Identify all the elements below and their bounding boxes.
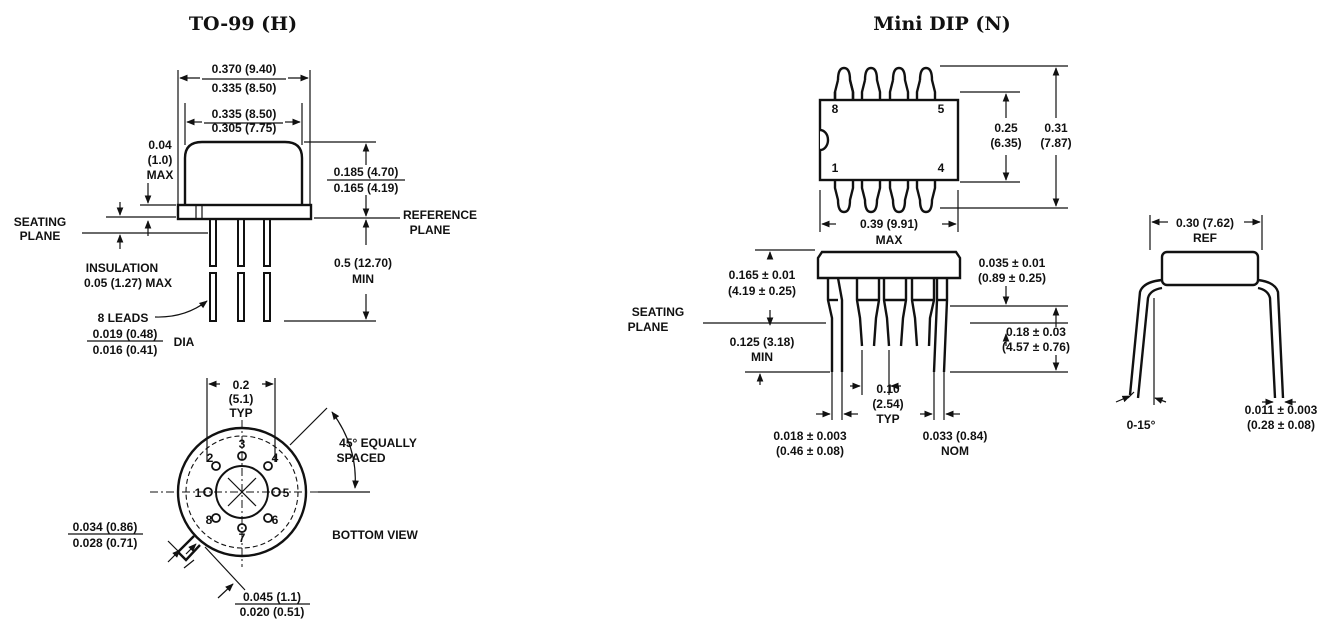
minidip-pin-4: 4	[938, 161, 945, 175]
to99-leads	[209, 218, 271, 322]
to99-can-width-min: 0.305 (7.75)	[212, 121, 277, 135]
to99-insulation-value: 0.05 (1.27) MAX	[84, 276, 172, 290]
to99-lead-dia-unit: DIA	[174, 335, 195, 349]
minidip-pitch-metric: (2.54)	[872, 397, 903, 411]
minidip-length-max: MAX	[876, 233, 903, 247]
to99-pin-1: 1	[195, 486, 202, 500]
minidip-lead-width-value: 0.018 ± 0.003	[773, 429, 847, 443]
to99-tab-width-min: 0.028 (0.71)	[73, 536, 138, 550]
to99-pin-3: 3	[239, 437, 246, 451]
minidip-pitch-value: 0.10	[876, 382, 900, 396]
to99-leads-note: 8 LEADS	[98, 311, 149, 325]
minidip-row-ref-label: REF	[1193, 231, 1217, 245]
to99-bottom-view-label: BOTTOM VIEW	[332, 528, 418, 542]
minidip-pitch-typ: TYP	[876, 412, 899, 426]
minidip-shoulder-nom: NOM	[941, 444, 969, 458]
to99-pin-4: 4	[272, 451, 279, 465]
to99-can-width-max: 0.335 (8.50)	[212, 107, 277, 121]
minidip-left-dimensions: 0.165 ± 0.01 (4.19 ± 0.25) SEATING PLANE…	[628, 249, 830, 385]
minidip-top-view: 8 5 1 4	[818, 66, 960, 214]
to99-reference-label-2: PLANE	[410, 223, 451, 237]
to99-pin-8: 8	[206, 513, 213, 527]
to99-flange-max: MAX	[147, 168, 174, 182]
minidip-length-value: 0.39 (9.91)	[860, 217, 918, 231]
minidip-width-dimensions: 0.25 (6.35) 0.31 (7.87)	[940, 65, 1072, 209]
minidip-length-dimension: 0.39 (9.91) MAX	[819, 190, 959, 247]
to99-overall-width-max: 0.370 (9.40)	[212, 62, 277, 76]
minidip-row-ref-value: 0.30 (7.62)	[1176, 216, 1234, 230]
minidip-row-width-metric: (6.35)	[990, 136, 1021, 150]
to99-lead-length-min: MIN	[352, 272, 374, 286]
minidip-lead-width-metric: (0.46 ± 0.08)	[776, 444, 844, 458]
minidip-right-dimensions: 0.035 ± 0.01 (0.89 ± 0.25) 0.18 ± 0.03 (…	[950, 256, 1070, 373]
to99-title: TO-99 (H)	[189, 13, 297, 35]
to99-lead-length-value: 0.5 (12.70)	[334, 256, 392, 270]
minidip-angle-label: 0-15°	[1127, 418, 1156, 432]
minidip-seating-label-2: PLANE	[628, 320, 669, 334]
minidip-pin-8: 8	[832, 102, 839, 116]
to99-spacing-typ: TYP	[229, 406, 252, 420]
minidip-overall-width-metric: (7.87)	[1040, 136, 1071, 150]
to99-insulation-label: INSULATION	[86, 261, 158, 275]
minidip-lead-length-value: 0.125 (3.18)	[730, 335, 795, 349]
minidip-shoulder-value: 0.033 (0.84)	[923, 429, 988, 443]
minidip-lead-thickness-metric: (0.28 ± 0.08)	[1247, 418, 1315, 432]
to99-pin-6: 6	[272, 513, 279, 527]
minidip-pin-1: 1	[832, 161, 839, 175]
to99-tab-length-min: 0.020 (0.51)	[240, 605, 305, 619]
minidip-body-height-metric: (4.19 ± 0.25)	[728, 284, 796, 298]
to99-flange-metric: (1.0)	[148, 153, 173, 167]
minidip-seating-label-1: SEATING	[632, 305, 684, 319]
to99-seating-label-2: PLANE	[20, 229, 61, 243]
to99-tab-length-max: 0.045 (1.1)	[243, 590, 301, 604]
minidip-pkg-height-metric: (4.57 ± 0.76)	[1002, 340, 1070, 354]
to99-pin-7: 7	[239, 531, 246, 545]
to99-tab-width-max: 0.034 (0.86)	[73, 520, 138, 534]
to99-reference-label-1: REFERENCE	[403, 208, 477, 222]
to99-angle-label-1: 45° EQUALLY	[339, 436, 417, 450]
to99-lead-dia-max: 0.019 (0.48)	[93, 327, 158, 341]
minidip-end-view: 0.30 (7.62) REF	[1115, 215, 1296, 406]
minidip-standoff-value: 0.035 ± 0.01	[979, 256, 1046, 270]
minidip-standoff-metric: (0.89 ± 0.25)	[978, 271, 1046, 285]
to99-can-body	[176, 140, 313, 221]
to99-spacing-metric: (5.1)	[229, 392, 254, 406]
to99-spacing-value: 0.2	[233, 378, 250, 392]
to99-lead-dia-min: 0.016 (0.41)	[93, 343, 158, 357]
to99-overall-width-min: 0.335 (8.50)	[212, 81, 277, 95]
to99-overall-width-dimension: 0.370 (9.40) 0.335 (8.50)	[177, 62, 311, 212]
minidip-body-height-value: 0.165 ± 0.01	[729, 268, 796, 282]
to99-pin-2: 2	[207, 451, 214, 465]
to99-lead-length-dimension: 0.5 (12.70) MIN	[284, 219, 392, 322]
minidip-bottom-dimensions: 0.018 ± 0.003 (0.46 ± 0.08) 0.10 (2.54) …	[773, 350, 987, 458]
minidip-overall-width-value: 0.31	[1044, 121, 1068, 135]
to99-can-width-dimension: 0.335 (8.50) 0.305 (7.75)	[184, 103, 303, 145]
to99-pin-5: 5	[283, 486, 290, 500]
minidip-row-width-value: 0.25	[994, 121, 1018, 135]
minidip-pin-5: 5	[938, 102, 945, 116]
to99-bottom-view: 0.2 (5.1) TYP 1 2 3 4 5 6 7 8	[150, 378, 370, 599]
to99-height-max: 0.185 (4.70)	[334, 165, 399, 179]
minidip-pkg-height-value: 0.18 ± 0.03	[1006, 325, 1066, 339]
to99-angle-label-2: SPACED	[336, 451, 385, 465]
minidip-title: Mini DIP (N)	[873, 13, 1011, 35]
minidip-side-view	[816, 250, 962, 373]
minidip-lead-length-min: MIN	[751, 350, 773, 364]
minidip-lead-thickness-value: 0.011 ± 0.003	[1245, 403, 1318, 417]
to99-seating-label-1: SEATING	[14, 215, 66, 229]
to99-height-dimension: 0.185 (4.70) 0.165 (4.19)	[304, 141, 405, 219]
to99-flange-value: 0.04	[148, 138, 172, 152]
to99-height-min: 0.165 (4.19)	[334, 181, 399, 195]
